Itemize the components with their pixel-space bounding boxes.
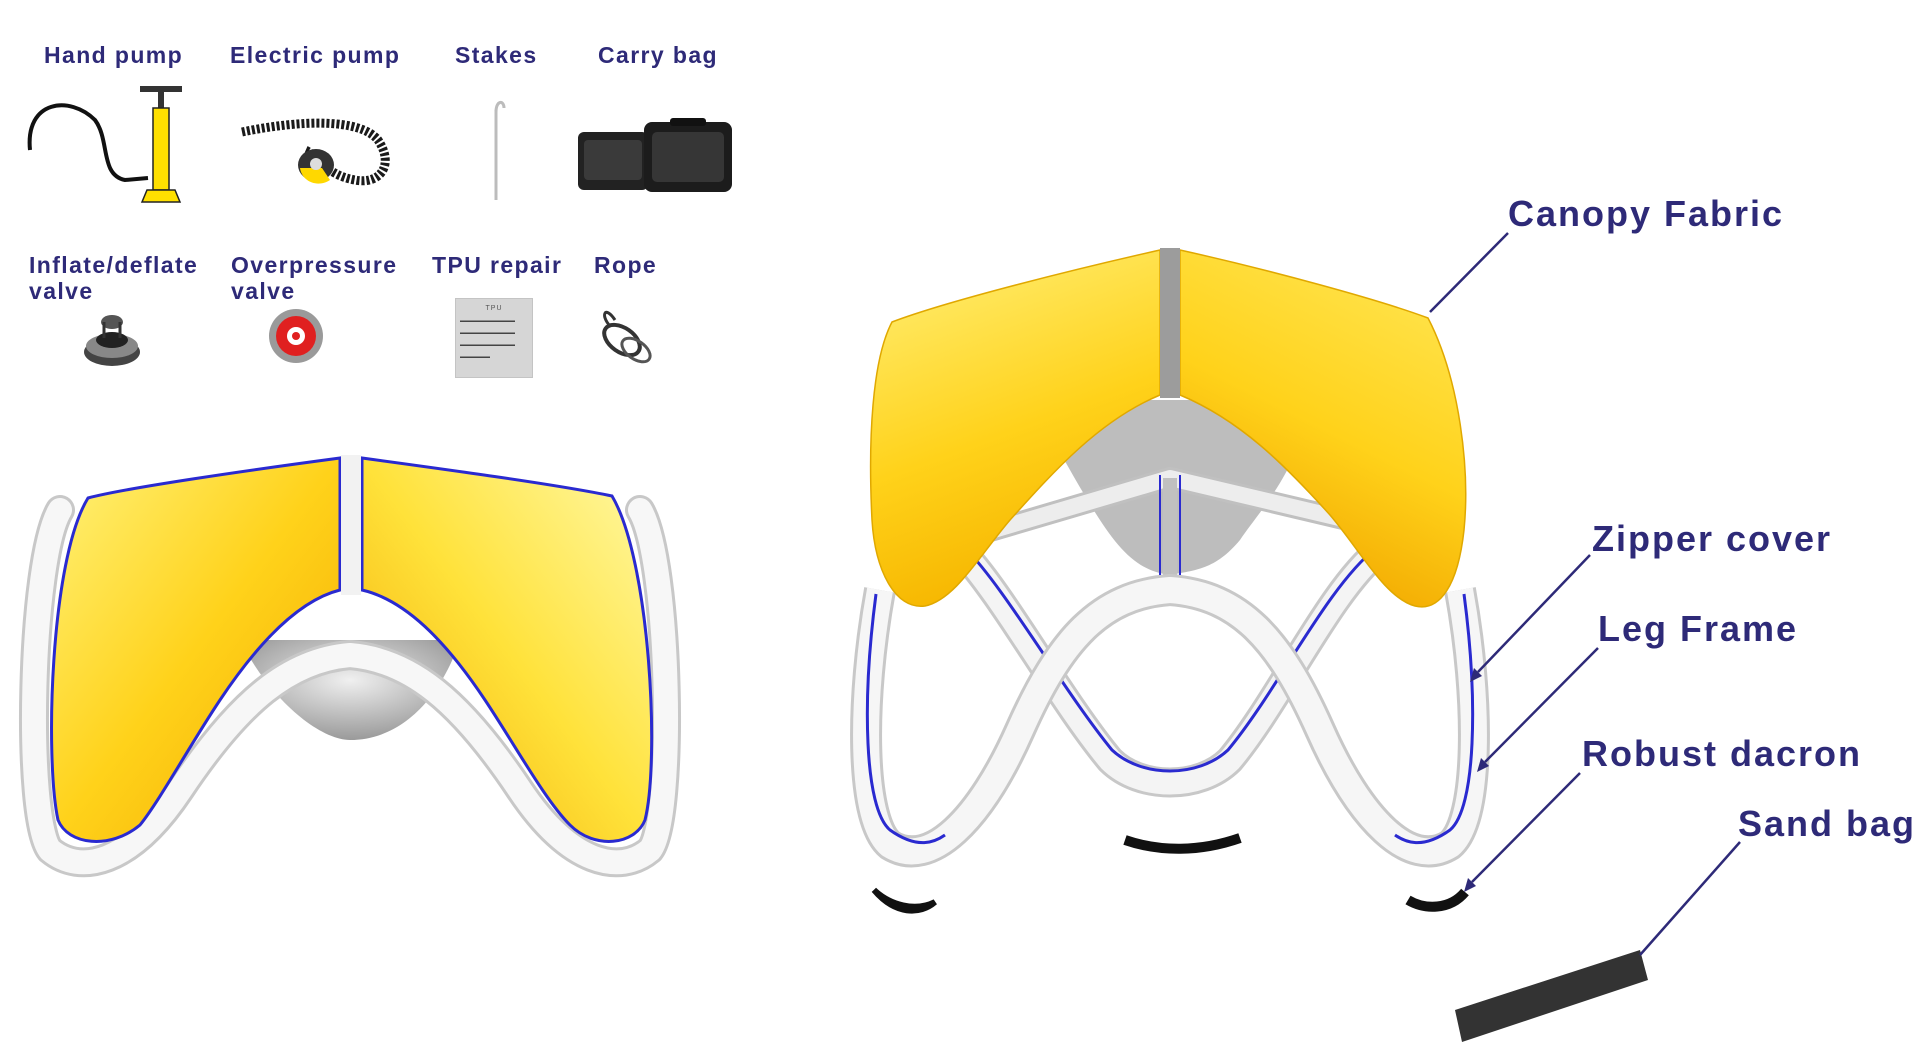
hand-pump-icon — [27, 86, 182, 203]
sandbag-foot-center — [1123, 833, 1242, 854]
rope-icon — [602, 310, 652, 364]
label-electric-pump: Electric pump — [230, 42, 401, 68]
label-tpu-repair: TPU repair — [432, 252, 563, 278]
valve-icon — [84, 315, 140, 366]
repair-card-line: ▬▬▬▬▬▬▬▬▬▬▬ — [460, 330, 515, 336]
label-stakes: Stakes — [455, 42, 538, 68]
carry-bag-icon — [578, 118, 732, 192]
label-rope: Rope — [594, 252, 658, 278]
canopy-panel-right — [1179, 249, 1467, 608]
overpressure-valve-icon — [269, 309, 323, 363]
repair-patch-icon: TPU ▬▬▬▬▬▬▬▬▬▬▬ ▬▬▬▬▬▬▬▬▬▬▬ ▬▬▬▬▬▬▬▬▬▬▬ … — [455, 298, 533, 378]
label-carry-bag: Carry bag — [598, 42, 718, 68]
label-hand-pump: Hand pump — [44, 42, 184, 68]
stake-icon — [494, 101, 506, 200]
sandbag-foot-left — [871, 887, 937, 914]
callout-zipper-cover: Zipper cover — [1592, 518, 1833, 559]
callout-leg-frame: Leg Frame — [1598, 608, 1799, 649]
canopy-panel-left — [50, 456, 342, 843]
sand-bag — [1455, 950, 1648, 1042]
label-inflate-deflate-valve: Inflate/deflate valve — [29, 252, 199, 304]
repair-card-line: ▬▬▬▬▬▬▬▬▬▬▬ — [460, 318, 515, 324]
repair-card-line: ▬▬▬▬▬▬▬▬▬▬▬ — [460, 342, 515, 348]
callout-sand-bag: Sand bag — [1738, 803, 1917, 844]
accessory-icons — [27, 86, 732, 366]
callout-lines — [1429, 232, 1741, 956]
canopy-panel-left — [869, 249, 1161, 607]
callout-canopy-fabric: Canopy Fabric — [1508, 193, 1785, 234]
electric-pump-icon — [241, 118, 390, 186]
canopy-panel-right — [360, 456, 654, 843]
sandbag-foot-right — [1405, 888, 1469, 912]
repair-card-title: TPU — [485, 305, 503, 312]
repair-card-line: ▬▬▬▬▬▬ — [460, 354, 490, 360]
label-overpressure-valve: Overpressure valve — [231, 252, 398, 304]
callout-robust-dacron: Robust dacron — [1582, 733, 1863, 774]
